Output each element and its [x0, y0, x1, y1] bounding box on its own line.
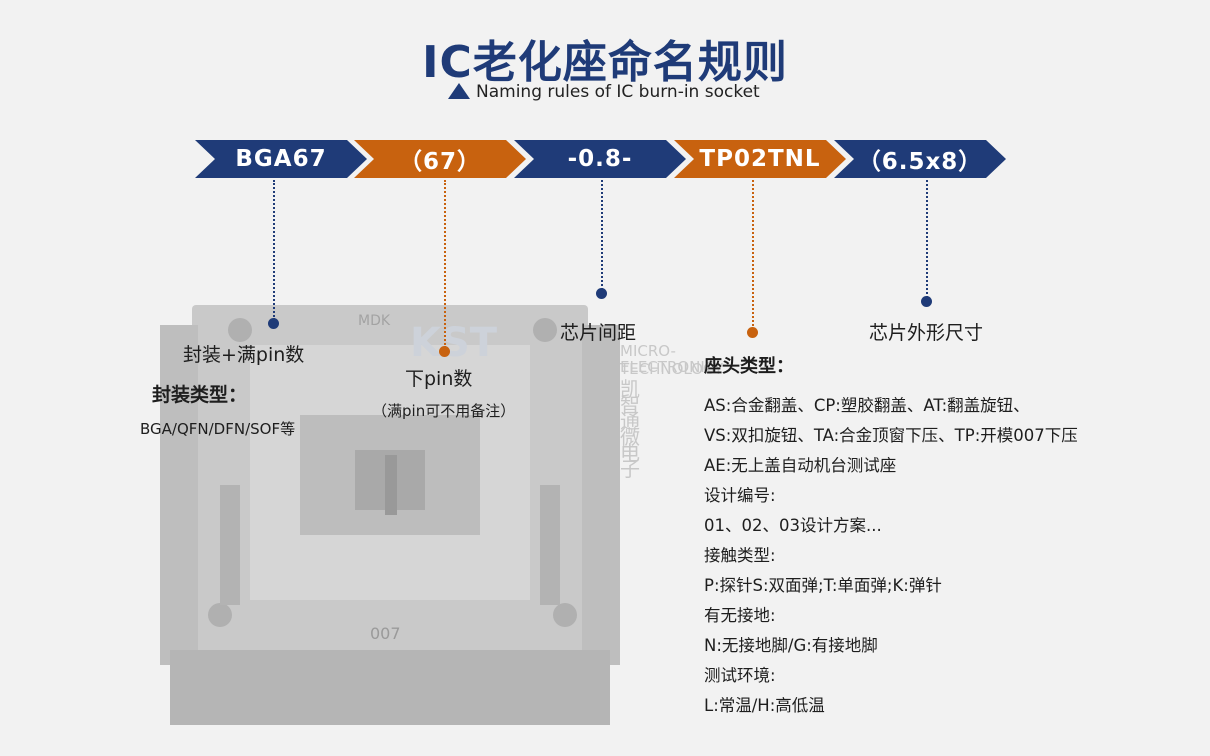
segment-socket-head: TP02TNL — [674, 140, 846, 178]
detail-line: P:探针S:双面弹;T:单面弹;K:弹针 — [704, 576, 942, 595]
triangle-icon — [448, 83, 470, 99]
detail-line: L:常温/H:高低温 — [704, 696, 825, 715]
photo-brand: MDK — [358, 313, 391, 329]
watermark-logo: KST — [410, 320, 498, 366]
connector-line-socket-head — [752, 180, 754, 330]
label-package-pin: 封装+满pin数 — [183, 344, 305, 366]
detail-contact-title: 接触类型: — [704, 546, 776, 565]
socket-photo: MDK 007 — [160, 305, 620, 725]
label-lower-pin: 下pin数 — [405, 368, 473, 390]
segment-lower-pin: （67） — [354, 140, 526, 178]
connector-dot-pitch — [596, 288, 607, 299]
watermark: KST MICRO-ELECTRONIC TECHNOLOGY 凯智通微电子 — [410, 320, 723, 479]
detail-socket-head-title: 座头类型： — [704, 356, 794, 377]
label-chip-size: 芯片外形尺寸 — [869, 322, 984, 344]
detail-line: N:无接地脚/G:有接地脚 — [704, 636, 878, 655]
connector-dot-package — [268, 318, 279, 329]
watermark-line1: MICRO-ELECTRONIC — [620, 342, 716, 376]
detail-env-title: 测试环境: — [704, 666, 776, 685]
watermark-line2: TECHNOLOGY — [620, 360, 724, 378]
connector-dot-socket-head — [747, 327, 758, 338]
detail-design-title: 设计编号: — [704, 486, 776, 505]
subtitle-row: Naming rules of IC burn-in socket — [448, 80, 760, 104]
connector-line-lower-pin — [444, 180, 446, 348]
label-package-type-title: 封装类型： — [152, 384, 248, 406]
connector-dot-chip-size — [921, 296, 932, 307]
segment-pitch: -0.8- — [514, 140, 686, 178]
page-title: IC老化座命名规则 — [422, 37, 788, 88]
detail-line: AS:合金翻盖、CP:塑胶翻盖、AT:翻盖旋钮、 — [704, 396, 1030, 415]
connector-line-chip-size — [926, 180, 928, 298]
detail-line: 01、02、03设计方案... — [704, 516, 882, 535]
segment-package: BGA67 — [195, 140, 367, 178]
watermark-chinese: 凯智通微电子 — [620, 377, 640, 481]
connector-line-package — [273, 180, 275, 320]
detail-line: AE:无上盖自动机台测试座 — [704, 456, 897, 475]
label-package-type-values: BGA/QFN/DFN/SOF等 — [140, 420, 296, 438]
connector-line-pitch — [601, 180, 603, 290]
label-pitch: 芯片间距 — [560, 322, 637, 344]
segment-chip-size: （6.5x8） — [834, 140, 1006, 178]
connector-dot-lower-pin — [439, 346, 450, 357]
detail-line: VS:双扣旋钮、TA:合金顶窗下压、TP:开模007下压 — [704, 426, 1078, 445]
label-lower-pin-note: （满pin可不用备注） — [372, 402, 516, 420]
detail-ground-title: 有无接地: — [704, 606, 776, 625]
page-subtitle: Naming rules of IC burn-in socket — [476, 82, 760, 102]
photo-marking: 007 — [370, 624, 401, 643]
